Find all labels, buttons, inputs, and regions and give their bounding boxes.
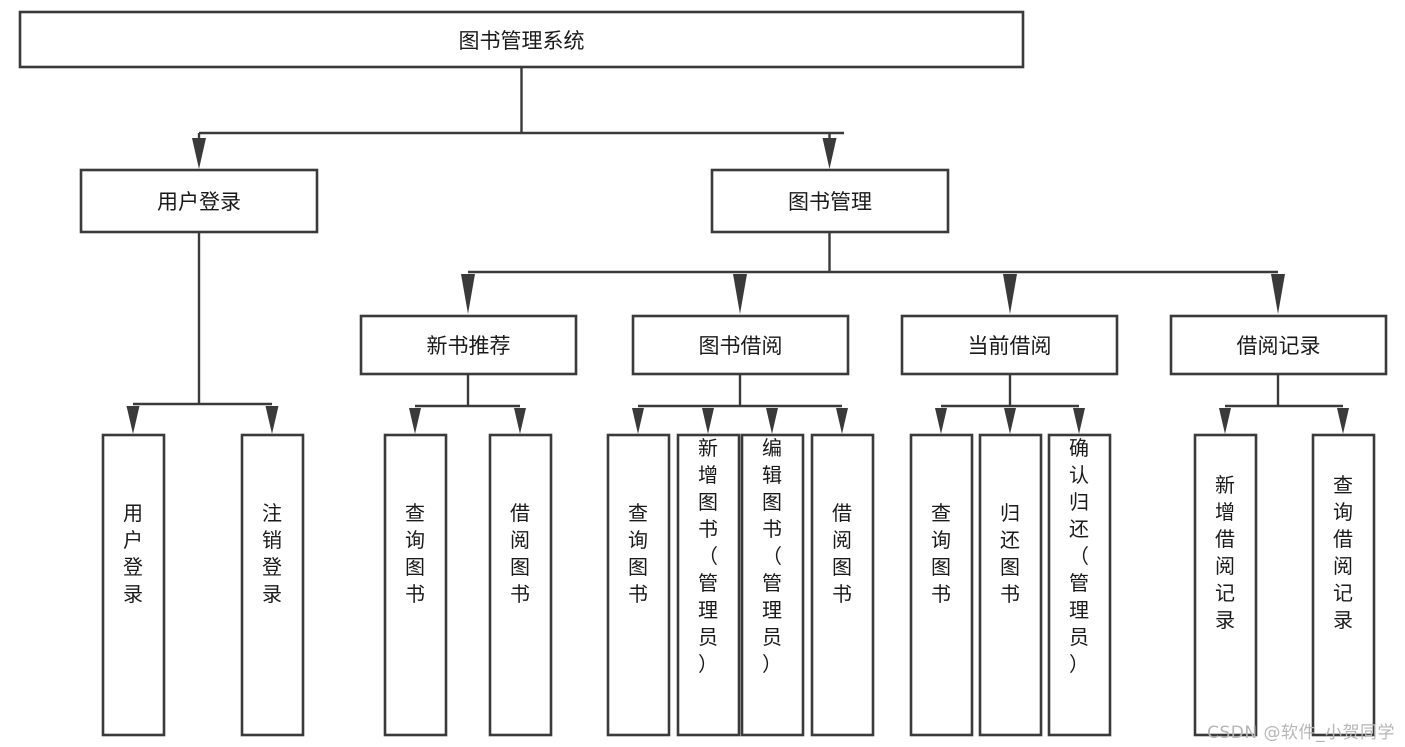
arrowhead-leaf-user-login: [126, 406, 140, 434]
node-leaf-borrow-book-2-label: 借阅图书: [832, 501, 852, 606]
node-leaf-borrow-book-1[interactable]: 借阅图书: [488, 433, 553, 737]
arrowhead-leaf-borrow-book-1: [514, 408, 526, 434]
node-new-book-recommend-box[interactable]: [359, 314, 578, 376]
node-leaf-user-logout[interactable]: 注销登录: [240, 433, 305, 737]
node-leaf-user-logout-label: 注销登录: [262, 501, 282, 606]
node-leaf-query-record-box[interactable]: [1311, 433, 1376, 737]
node-borrow-record-label: 借阅记录: [1237, 334, 1321, 358]
node-leaf-query-record-label: 查询借阅记录: [1333, 473, 1353, 632]
node-leaf-query-book-3-label: 查询图书: [931, 501, 951, 606]
arrowhead-borrow-record: [1271, 274, 1285, 314]
arrowhead-leaf-query-book-2: [632, 408, 644, 434]
node-root[interactable]: 图书管理系统: [18, 10, 1025, 69]
node-leaf-add-record-box[interactable]: [1193, 433, 1258, 737]
node-book-borrow-box[interactable]: [631, 314, 850, 376]
arrowhead-leaf-add-record: [1219, 408, 1231, 434]
node-leaf-query-book-2[interactable]: 查询图书: [606, 433, 671, 737]
node-borrow-record[interactable]: 借阅记录: [1169, 314, 1388, 376]
node-book-management-box[interactable]: [710, 168, 950, 234]
node-current-borrow[interactable]: 当前借阅: [900, 314, 1119, 376]
arrowhead-leaf-user-logout: [265, 406, 279, 434]
node-new-book-recommend-label: 新书推荐: [427, 334, 511, 358]
node-leaf-edit-book-label: 编辑图书（管理员）: [762, 436, 782, 676]
node-leaf-edit-book[interactable]: 编辑图书（管理员）: [740, 433, 805, 737]
arrowhead-current-borrow: [1003, 274, 1017, 314]
node-leaf-query-book-2-box[interactable]: [606, 433, 671, 737]
node-new-book-recommend[interactable]: 新书推荐: [359, 314, 578, 376]
node-root-box[interactable]: [18, 10, 1025, 69]
node-leaf-return-book-box[interactable]: [978, 433, 1043, 737]
node-leaf-confirm-return-label: 确认归还（管理员）: [1069, 436, 1089, 676]
node-leaf-add-book[interactable]: 新增图书（管理员）: [676, 433, 741, 737]
arrowhead-leaf-add-book: [702, 408, 714, 434]
node-leaf-add-book-box[interactable]: [676, 433, 741, 737]
arrowhead-user-login: [192, 138, 206, 169]
arrowhead-new-book-recommend: [461, 274, 475, 314]
node-leaf-borrow-book-2-box[interactable]: [810, 433, 875, 737]
node-leaf-user-login[interactable]: 用户登录: [101, 433, 166, 737]
arrowhead-leaf-query-book-3: [935, 408, 947, 434]
node-book-management-label: 图书管理: [788, 190, 872, 214]
arrowhead-book-management: [822, 138, 837, 169]
node-leaf-add-book-label: 新增图书（管理员）: [698, 436, 718, 676]
node-leaf-borrow-book-1-label: 借阅图书: [510, 501, 530, 606]
node-current-borrow-label: 当前借阅: [968, 334, 1052, 358]
node-leaf-user-logout-box[interactable]: [240, 433, 305, 737]
node-leaf-return-book-label: 归还图书: [1000, 501, 1020, 606]
node-user-login-label: 用户登录: [157, 190, 241, 214]
node-leaf-user-login-label: 用户登录: [123, 501, 143, 606]
node-leaf-return-book[interactable]: 归还图书: [978, 433, 1043, 737]
arrowhead-leaf-query-record: [1337, 408, 1349, 434]
node-book-management[interactable]: 图书管理: [710, 168, 950, 234]
arrowhead-leaf-query-book-1: [409, 408, 421, 434]
node-leaf-edit-book-box[interactable]: [740, 433, 805, 737]
node-book-borrow[interactable]: 图书借阅: [631, 314, 850, 376]
arrowhead-leaf-return-book: [1004, 408, 1016, 434]
arrowhead-book-borrow: [733, 274, 747, 314]
node-leaf-confirm-return[interactable]: 确认归还（管理员）: [1047, 433, 1112, 737]
node-leaf-query-book-3-box[interactable]: [909, 433, 974, 737]
node-borrow-record-box[interactable]: [1169, 314, 1388, 376]
node-leaf-add-record[interactable]: 新增借阅记录: [1193, 433, 1258, 737]
arrowhead-leaf-edit-book: [766, 408, 778, 434]
node-leaf-query-book-1-box[interactable]: [383, 433, 448, 737]
node-leaf-borrow-book-1-box[interactable]: [488, 433, 553, 737]
node-leaf-query-book-1[interactable]: 查询图书: [383, 433, 448, 737]
node-book-borrow-label: 图书借阅: [699, 334, 783, 358]
arrowhead-leaf-borrow-book-2: [836, 408, 848, 434]
node-current-borrow-box[interactable]: [900, 314, 1119, 376]
node-user-login[interactable]: 用户登录: [79, 168, 319, 234]
arrowhead-leaf-confirm-return: [1073, 408, 1085, 434]
node-leaf-borrow-book-2[interactable]: 借阅图书: [810, 433, 875, 737]
node-user-login-box[interactable]: [79, 168, 319, 234]
node-leaf-add-record-label: 新增借阅记录: [1215, 473, 1235, 632]
node-leaf-query-book-3[interactable]: 查询图书: [909, 433, 974, 737]
node-leaf-query-record[interactable]: 查询借阅记录: [1311, 433, 1376, 737]
connector-layer: [126, 67, 1349, 434]
node-leaf-query-book-2-label: 查询图书: [628, 501, 648, 606]
node-leaf-user-login-box[interactable]: [101, 433, 166, 737]
node-leaf-confirm-return-box[interactable]: [1047, 433, 1112, 737]
node-leaf-query-book-1-label: 查询图书: [405, 501, 425, 606]
node-root-label: 图书管理系统: [459, 29, 585, 53]
